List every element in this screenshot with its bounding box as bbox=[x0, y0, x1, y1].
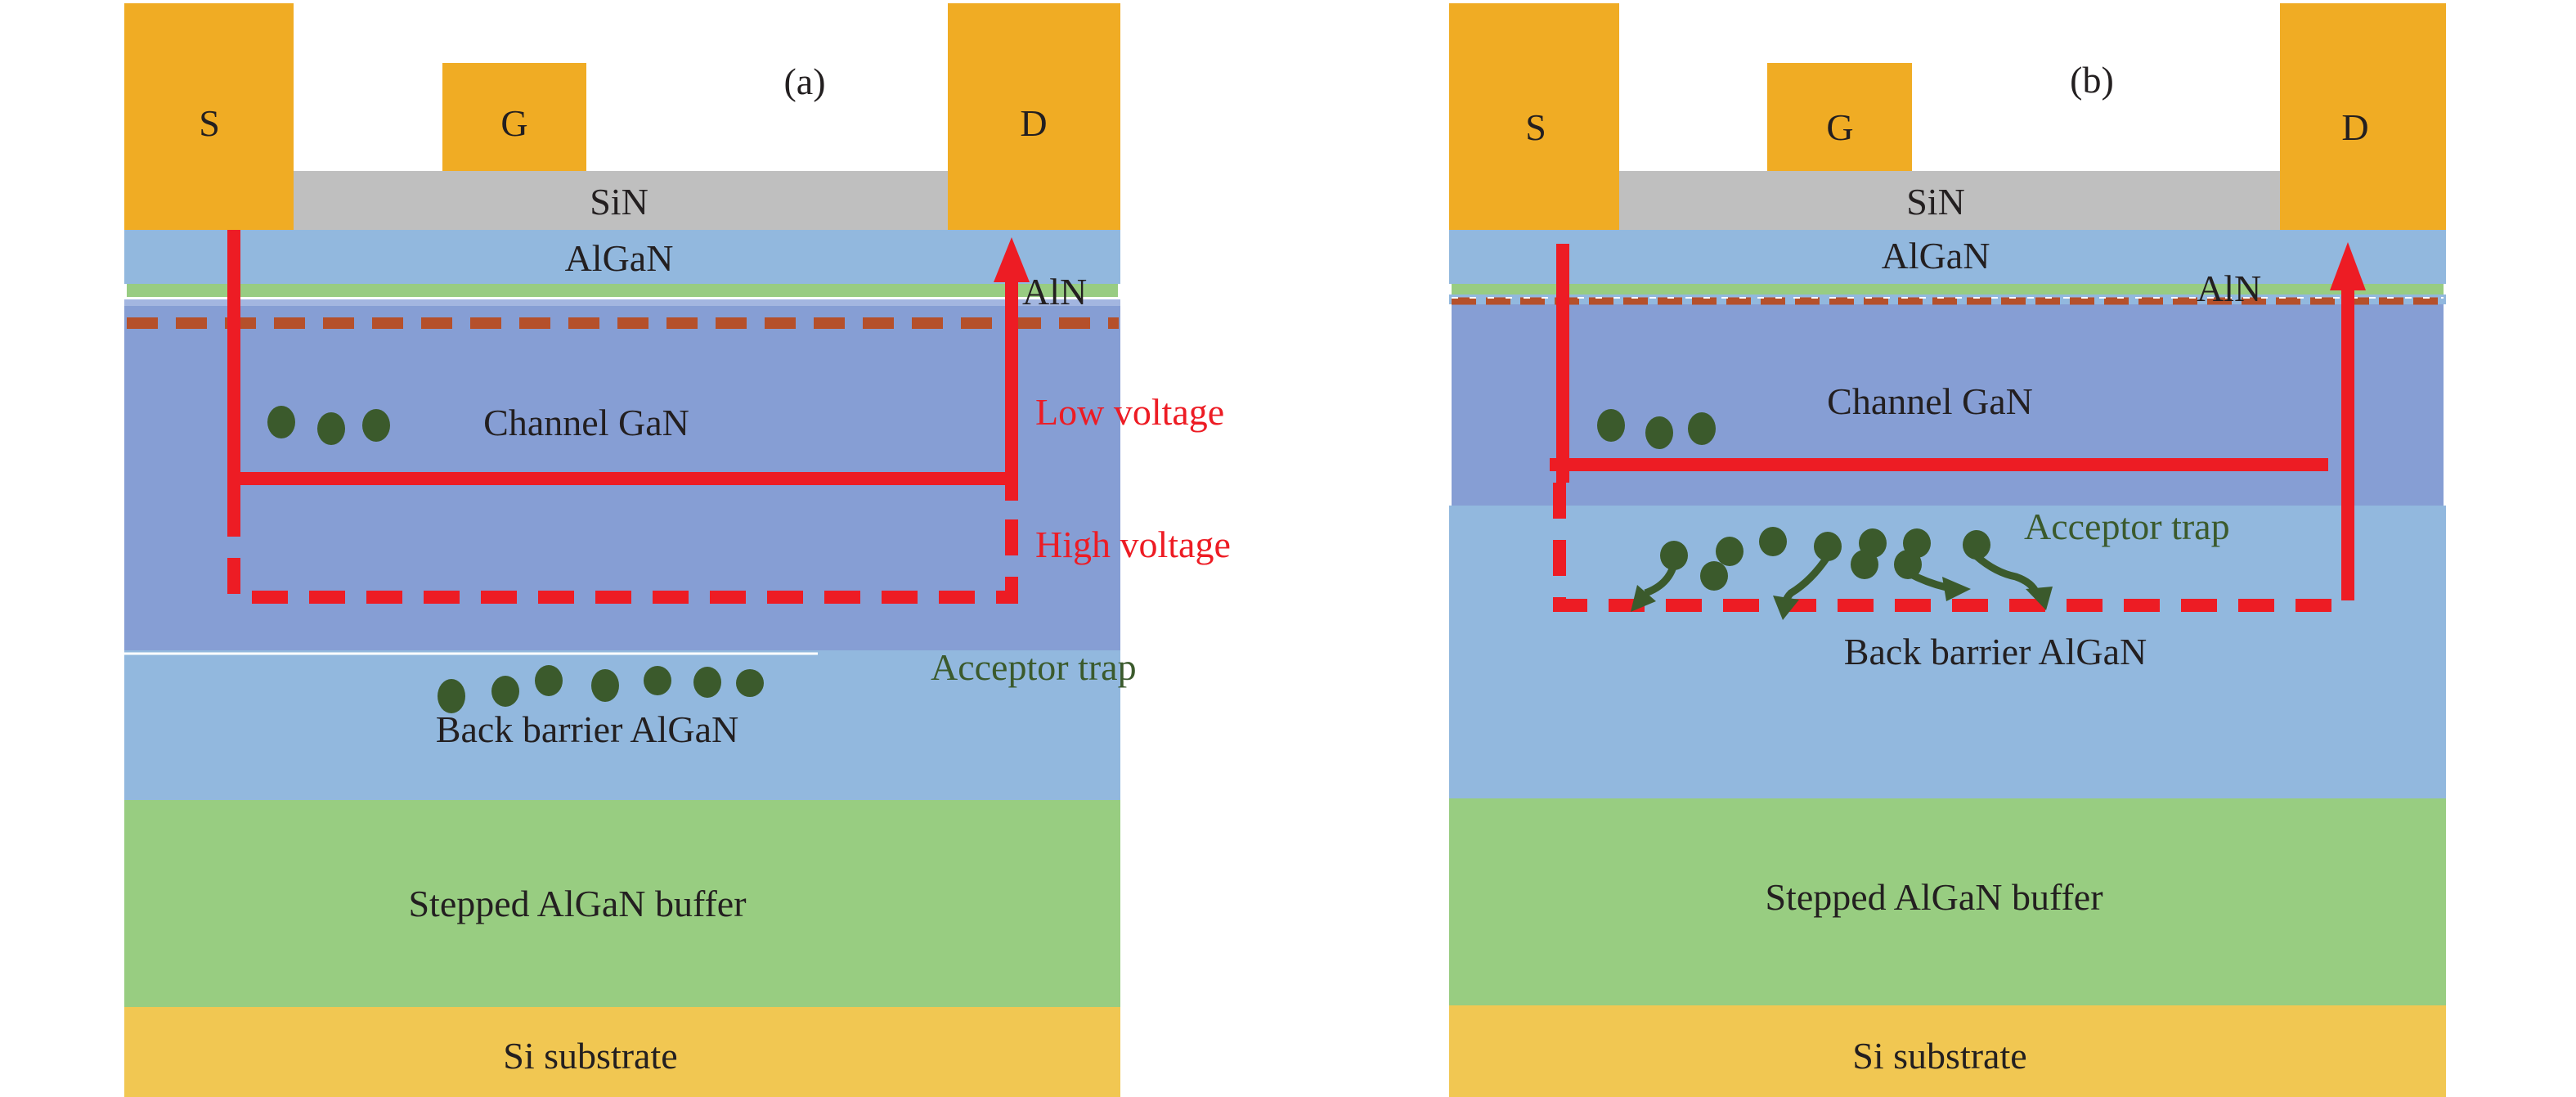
drain-label: D bbox=[1020, 102, 1047, 144]
panel-label: (a) bbox=[783, 61, 825, 102]
channel-electrons bbox=[1597, 409, 1716, 449]
layer-buffer bbox=[1449, 798, 2446, 1005]
acceptor-trap-label: Acceptor trap bbox=[931, 646, 1137, 688]
layer-channel-edge bbox=[124, 299, 1120, 306]
source-electrode bbox=[124, 3, 294, 230]
aln-label: AlN bbox=[2197, 268, 2261, 309]
arrowhead bbox=[1631, 585, 1656, 612]
panel-label: (b) bbox=[2070, 59, 2114, 101]
trap-particle bbox=[438, 679, 465, 713]
layer-back-barrier bbox=[124, 650, 1120, 800]
emission-arrow bbox=[1905, 569, 1948, 591]
arrowhead bbox=[2026, 587, 2053, 610]
current-path-high-voltage bbox=[227, 501, 1018, 604]
emission-arrow bbox=[1644, 563, 1678, 597]
arrow-head-drain bbox=[994, 237, 1030, 282]
layer-aln bbox=[127, 284, 1118, 297]
arrowhead bbox=[1773, 596, 1799, 620]
trap-particle bbox=[1894, 550, 1922, 579]
trap-particle bbox=[491, 676, 519, 707]
layer-buffer bbox=[124, 800, 1120, 1007]
layer-back-barrier bbox=[1449, 506, 2446, 798]
trap-particle bbox=[1716, 537, 1744, 566]
current-path-low-voltage bbox=[227, 230, 1018, 501]
electron bbox=[362, 409, 390, 442]
electron bbox=[1645, 416, 1673, 449]
trap-particles bbox=[1660, 527, 1990, 591]
channel-gan-label: Channel GaN bbox=[1827, 380, 2033, 422]
layer-sin bbox=[294, 171, 948, 230]
acceptor-trap-label: Acceptor trap bbox=[2024, 506, 2230, 547]
gate-electrode bbox=[1767, 63, 1912, 171]
layer-algan bbox=[124, 230, 1120, 284]
trap-particles bbox=[438, 665, 764, 713]
channel-electrons bbox=[267, 406, 390, 445]
drain-electrode bbox=[2280, 3, 2446, 230]
algan-label: AlGaN bbox=[1882, 235, 1990, 276]
trap-particle bbox=[1700, 561, 1728, 591]
sin-label: SiN bbox=[1906, 181, 1965, 223]
electron bbox=[317, 412, 345, 445]
panel-b: S G D (b) SiN AlGaN AlN Channel GaN Acce… bbox=[1449, 3, 2446, 1097]
trap-particle bbox=[736, 669, 764, 697]
drain-electrode bbox=[948, 3, 1120, 230]
layer-aln bbox=[1452, 284, 2444, 294]
current-path-solid bbox=[1550, 244, 2354, 573]
arrow-head-drain bbox=[2330, 242, 2366, 290]
sin-label: SiN bbox=[590, 181, 648, 223]
trap-particle bbox=[1963, 530, 1990, 560]
substrate-label: Si substrate bbox=[503, 1035, 677, 1077]
aln-label: AlN bbox=[1022, 271, 1087, 312]
layer-channel-gan bbox=[1452, 304, 2444, 506]
source-electrode bbox=[1449, 3, 1619, 230]
algan-label: AlGaN bbox=[565, 237, 674, 279]
source-label: S bbox=[199, 102, 220, 144]
panel-a: S G D (a) SiN AlGaN AlN Channel GaN Low … bbox=[124, 3, 1231, 1097]
channel-gan-label: Channel GaN bbox=[483, 402, 689, 443]
low-voltage-label: Low voltage bbox=[1035, 391, 1224, 433]
back-barrier-label: Back barrier AlGaN bbox=[436, 708, 738, 750]
trap-particle bbox=[693, 667, 721, 698]
source-label: S bbox=[1525, 106, 1546, 148]
buffer-label: Stepped AlGaN buffer bbox=[1765, 876, 2103, 918]
electron bbox=[1688, 412, 1716, 445]
trap-particle bbox=[1660, 541, 1688, 570]
emission-arrow bbox=[1974, 553, 2040, 595]
layer-sin bbox=[1619, 171, 2280, 230]
electron bbox=[1597, 409, 1625, 442]
current-path-dashed bbox=[1553, 483, 2354, 612]
back-barrier-label: Back barrier AlGaN bbox=[1844, 631, 2147, 672]
gate-label: G bbox=[500, 102, 527, 144]
layer-substrate bbox=[124, 1007, 1120, 1097]
trap-particle bbox=[1814, 532, 1842, 561]
substrate-label: Si substrate bbox=[1852, 1035, 2026, 1077]
trap-particle bbox=[1759, 527, 1787, 556]
layer-algan bbox=[1449, 230, 2446, 284]
trap-particle bbox=[591, 669, 619, 702]
buffer-label: Stepped AlGaN buffer bbox=[408, 883, 746, 924]
arrowhead bbox=[1942, 577, 1971, 601]
drain-label: D bbox=[2341, 106, 2368, 148]
trap-particle bbox=[644, 666, 671, 695]
gate-electrode bbox=[442, 63, 586, 171]
layer-substrate bbox=[1449, 1005, 2446, 1097]
gate-label: G bbox=[1826, 106, 1853, 148]
emission-arrowheads bbox=[1631, 577, 2053, 620]
trap-particle bbox=[1851, 550, 1878, 579]
high-voltage-label: High voltage bbox=[1035, 524, 1231, 565]
trap-particle bbox=[535, 665, 563, 696]
electron bbox=[267, 406, 295, 438]
